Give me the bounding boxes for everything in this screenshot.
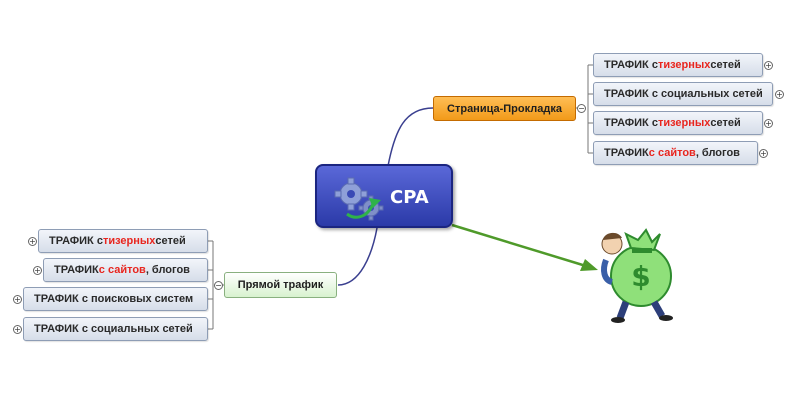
right-child-3-suffix: сетей [710, 117, 741, 129]
left-child-1[interactable]: ТРАФИК с тизерных сетей [38, 229, 208, 253]
left-child-4-prefix: ТРАФИК с социальных сетей [34, 323, 193, 335]
right-child-4-prefix: ТРАФИК [604, 147, 649, 159]
right-child-3-prefix: ТРАФИК с [604, 117, 658, 129]
central-label: CPA [390, 187, 429, 208]
expand-icon[interactable]: + [13, 325, 22, 334]
expand-icon[interactable]: + [33, 266, 42, 275]
money-bag-man-icon: $ [601, 228, 673, 323]
branch-landing-page[interactable]: Страница-Прокладка [433, 96, 576, 121]
right-child-1[interactable]: ТРАФИК с тизерных сетей [593, 53, 763, 77]
collapse-icon[interactable]: − [577, 104, 586, 113]
left-child-4[interactable]: ТРАФИК с социальных сетей [23, 317, 208, 341]
expand-icon[interactable]: + [764, 61, 773, 70]
gears-icon [334, 177, 384, 221]
expand-icon[interactable]: + [764, 119, 773, 128]
right-child-1-suffix: сетей [710, 59, 741, 71]
central-node[interactable]: CPA [315, 164, 453, 228]
left-child-1-prefix: ТРАФИК с [49, 235, 103, 247]
right-child-2[interactable]: ТРАФИК с социальных сетей [593, 82, 773, 106]
expand-icon[interactable]: + [775, 90, 784, 99]
left-child-1-suffix: сетей [155, 235, 186, 247]
branch-direct-traffic[interactable]: Прямой трафик [224, 272, 337, 298]
left-child-2-suffix: , блогов [145, 264, 190, 276]
right-child-3[interactable]: ТРАФИК с тизерных сетей [593, 111, 763, 135]
branch-direct-traffic-label: Прямой трафик [237, 279, 324, 291]
right-child-3-highlight: тизерных [657, 117, 711, 129]
left-child-3[interactable]: ТРАФИК с поисковых систем [23, 287, 208, 311]
money-symbol: $ [631, 260, 650, 293]
left-child-1-highlight: тизерных [102, 235, 156, 247]
left-child-2-prefix: ТРАФИК [54, 264, 99, 276]
right-child-1-prefix: ТРАФИК с [604, 59, 658, 71]
collapse-icon[interactable]: − [214, 281, 223, 290]
expand-icon[interactable]: + [759, 149, 768, 158]
left-child-2[interactable]: ТРАФИК с сайтов, блогов [43, 258, 208, 282]
right-child-1-highlight: тизерных [657, 59, 711, 71]
expand-icon[interactable]: + [13, 295, 22, 304]
left-child-2-highlight: с сайтов [98, 264, 146, 276]
branch-landing-page-label: Страница-Прокладка [447, 102, 562, 115]
right-child-2-prefix: ТРАФИК с социальных сетей [604, 88, 763, 100]
right-child-4[interactable]: ТРАФИК с сайтов, блогов [593, 141, 758, 165]
expand-icon[interactable]: + [28, 237, 37, 246]
left-child-3-prefix: ТРАФИК с поисковых систем [34, 293, 194, 305]
right-child-4-highlight: с сайтов [648, 147, 696, 159]
right-child-4-suffix: , блогов [695, 147, 740, 159]
